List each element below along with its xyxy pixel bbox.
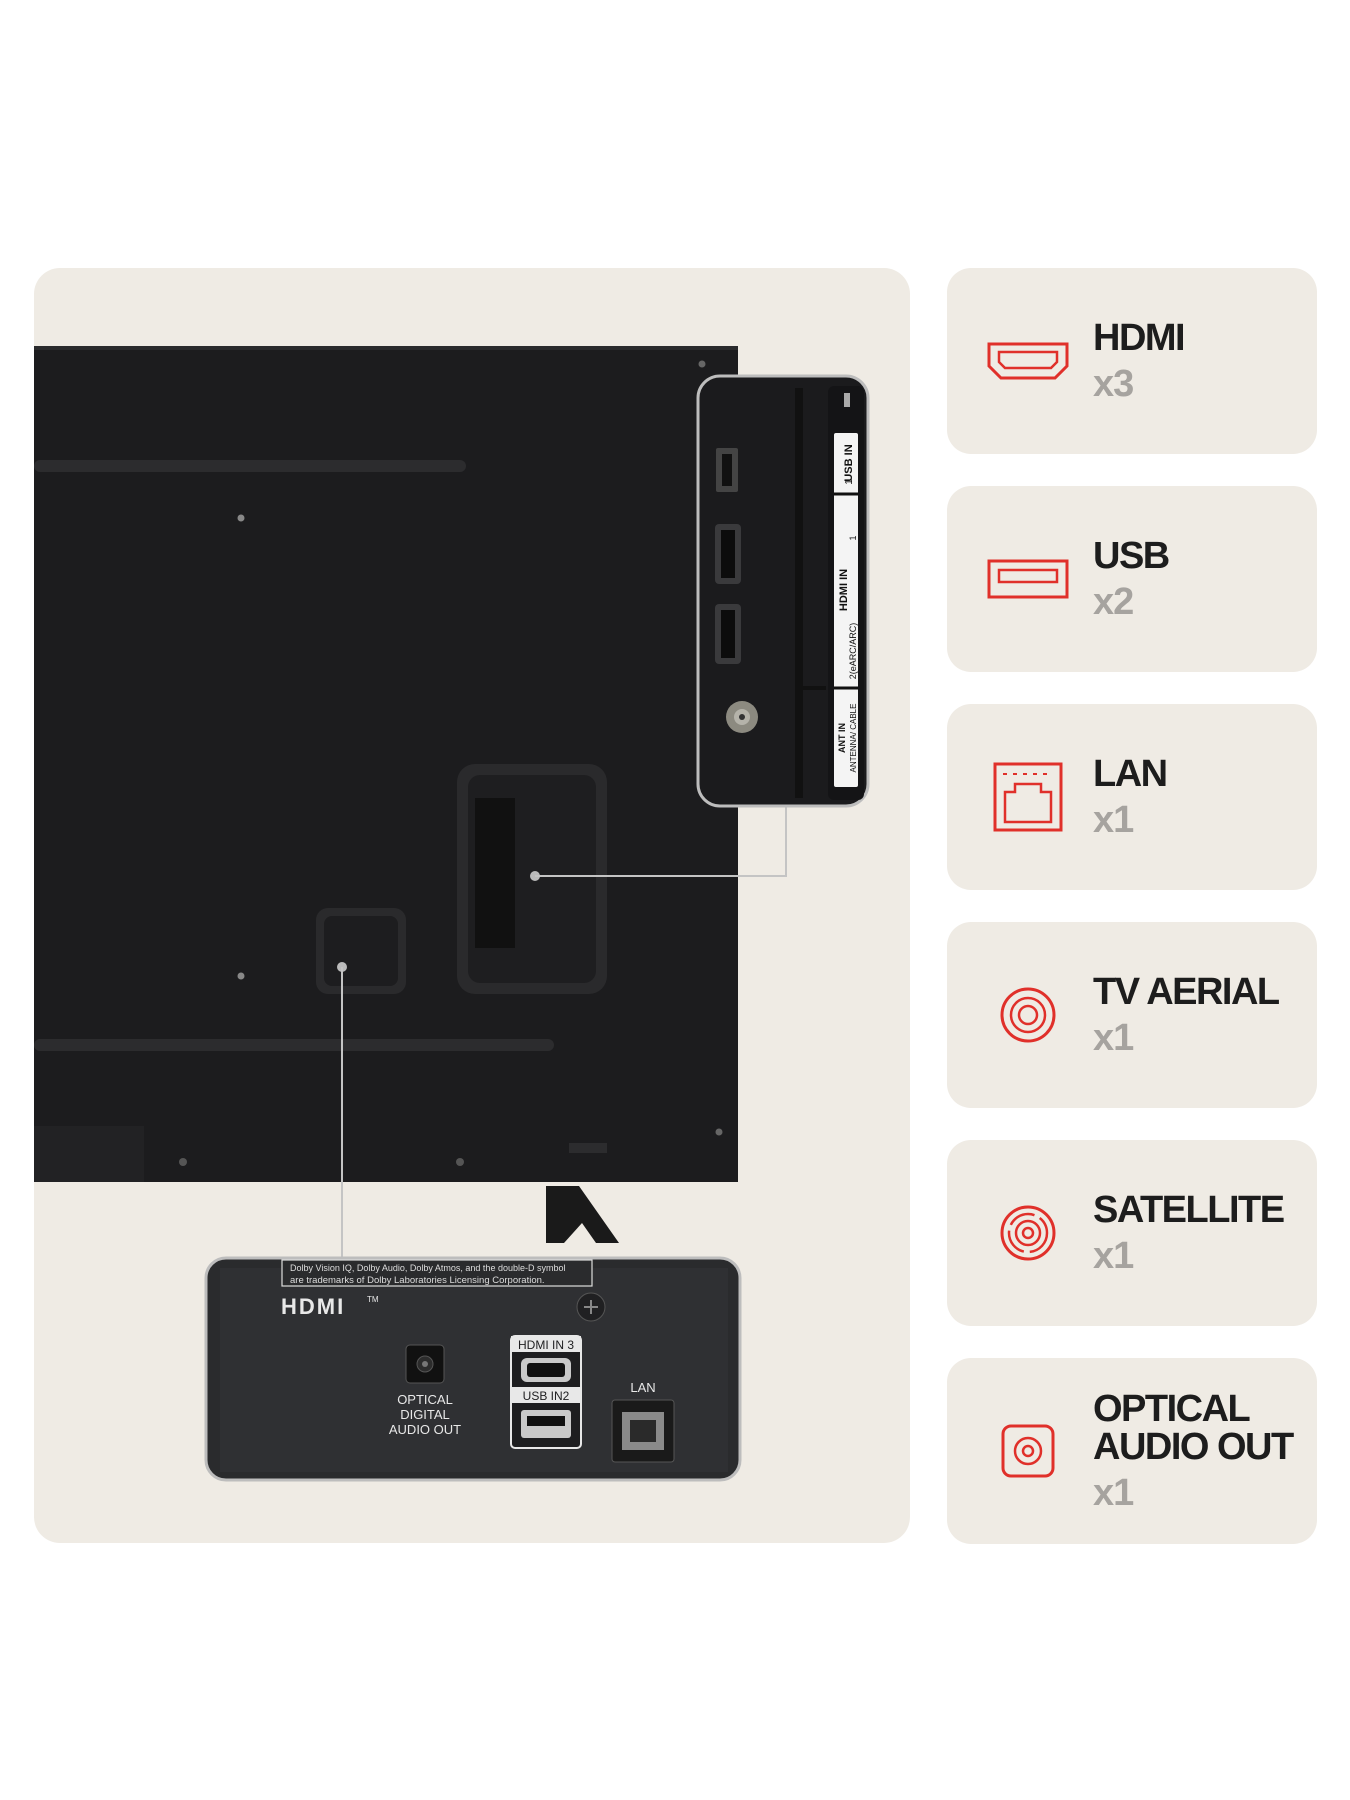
port-card-hdmi: HDMI x3 <box>947 268 1317 454</box>
side-hdmi-in-label: HDMI IN <box>838 569 850 611</box>
port-name-lan: LAN <box>1093 753 1168 795</box>
hdmi-tm: TM <box>367 1295 379 1304</box>
port-name-tv-aerial: TV AERIAL <box>1093 971 1280 1013</box>
optical-label-2: DIGITAL <box>400 1407 450 1422</box>
satellite-icon <box>1000 1205 1056 1261</box>
hdmi-in3-label: HDMI IN 3 <box>518 1338 574 1352</box>
side-port-zoom: USB IN 1 HDMI IN 2(eARC/ARC) 1 ANT IN AN… <box>696 374 870 808</box>
bottom-port-zoom: Dolby Vision IQ, Dolby Audio, Dolby Atmo… <box>204 1256 742 1482</box>
side-antenna-cable: ANTENNA/ CABLE <box>849 704 858 773</box>
optical-label-1: OPTICAL <box>397 1392 453 1407</box>
tv-bottom-rail <box>34 1039 554 1051</box>
port-card-optical-audio-out: OPTICAL AUDIO OUT x1 <box>947 1358 1317 1544</box>
tv-back-panel: USB IN 1 HDMI IN 2(eARC/ARC) 1 ANT IN AN… <box>34 268 910 1543</box>
tv-stand <box>546 1186 619 1243</box>
port-count-lan: x1 <box>1093 799 1134 841</box>
hdmi-icon <box>987 342 1069 380</box>
optical-label-3: AUDIO OUT <box>389 1422 461 1437</box>
port-count-optical-audio-out: x1 <box>1093 1472 1134 1514</box>
port-count-hdmi: x3 <box>1093 363 1134 405</box>
port-count-usb: x2 <box>1093 581 1134 623</box>
usb-icon <box>987 559 1069 599</box>
port-count-satellite: x1 <box>1093 1235 1134 1277</box>
port-name-optical-audio-out: OPTICAL AUDIO OUT <box>1093 1388 1294 1468</box>
port-card-lan: LAN x1 <box>947 704 1317 890</box>
hdmi-logo-text: HDMI <box>281 1294 345 1319</box>
side-usb-in-num: 1 <box>844 479 855 485</box>
aerial-icon <box>1000 987 1056 1043</box>
callout-line-side <box>535 804 787 877</box>
usb-in2-label: USB IN2 <box>523 1389 570 1403</box>
dolby-notice-2: are trademarks of Dolby Laboratories Lic… <box>290 1275 545 1286</box>
port-card-usb: USB x2 <box>947 486 1317 672</box>
side-hdmi-in-num: 1 <box>848 535 858 540</box>
tv-back-illustration: USB IN 1 HDMI IN 2(eARC/ARC) 1 ANT IN AN… <box>34 346 870 1482</box>
tv-top-vent <box>34 460 466 472</box>
side-ant-in: ANT IN <box>837 723 847 753</box>
optical-icon <box>1001 1424 1055 1478</box>
lan-icon <box>993 762 1063 832</box>
side-hdmi-in-2: 2(eARC/ARC) <box>848 623 858 680</box>
port-count-tv-aerial: x1 <box>1093 1017 1134 1059</box>
port-name-satellite: SATELLITE <box>1093 1189 1285 1231</box>
side-usb-in-label: USB IN <box>843 444 855 481</box>
dolby-notice-1: Dolby Vision IQ, Dolby Audio, Dolby Atmo… <box>290 1263 565 1273</box>
port-name-usb: USB <box>1093 535 1170 577</box>
port-name-hdmi: HDMI <box>1093 317 1186 359</box>
port-card-satellite: SATELLITE x1 <box>947 1140 1317 1326</box>
lan-label: LAN <box>630 1380 655 1395</box>
port-card-tv-aerial: TV AERIAL x1 <box>947 922 1317 1108</box>
